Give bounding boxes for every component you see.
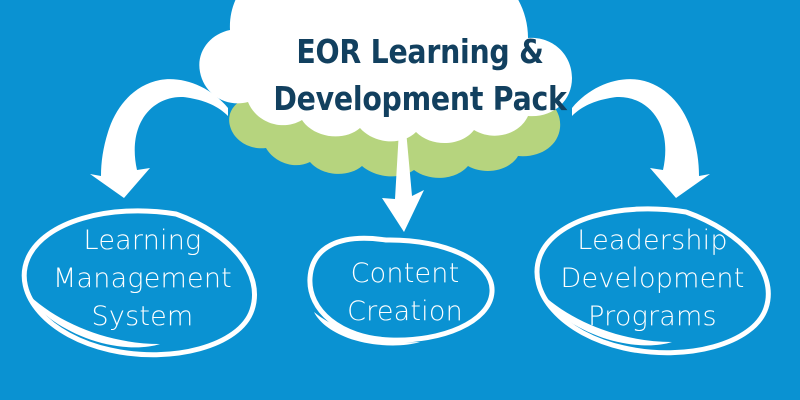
arrow-left <box>90 79 228 198</box>
cloud-white-body <box>199 0 572 144</box>
node-content-creation[interactable] <box>307 235 495 346</box>
node-learning-management-system[interactable] <box>21 208 257 358</box>
arrow-center <box>382 130 424 232</box>
node-leadership-development-programs[interactable] <box>534 206 771 356</box>
arrow-right <box>572 79 710 198</box>
